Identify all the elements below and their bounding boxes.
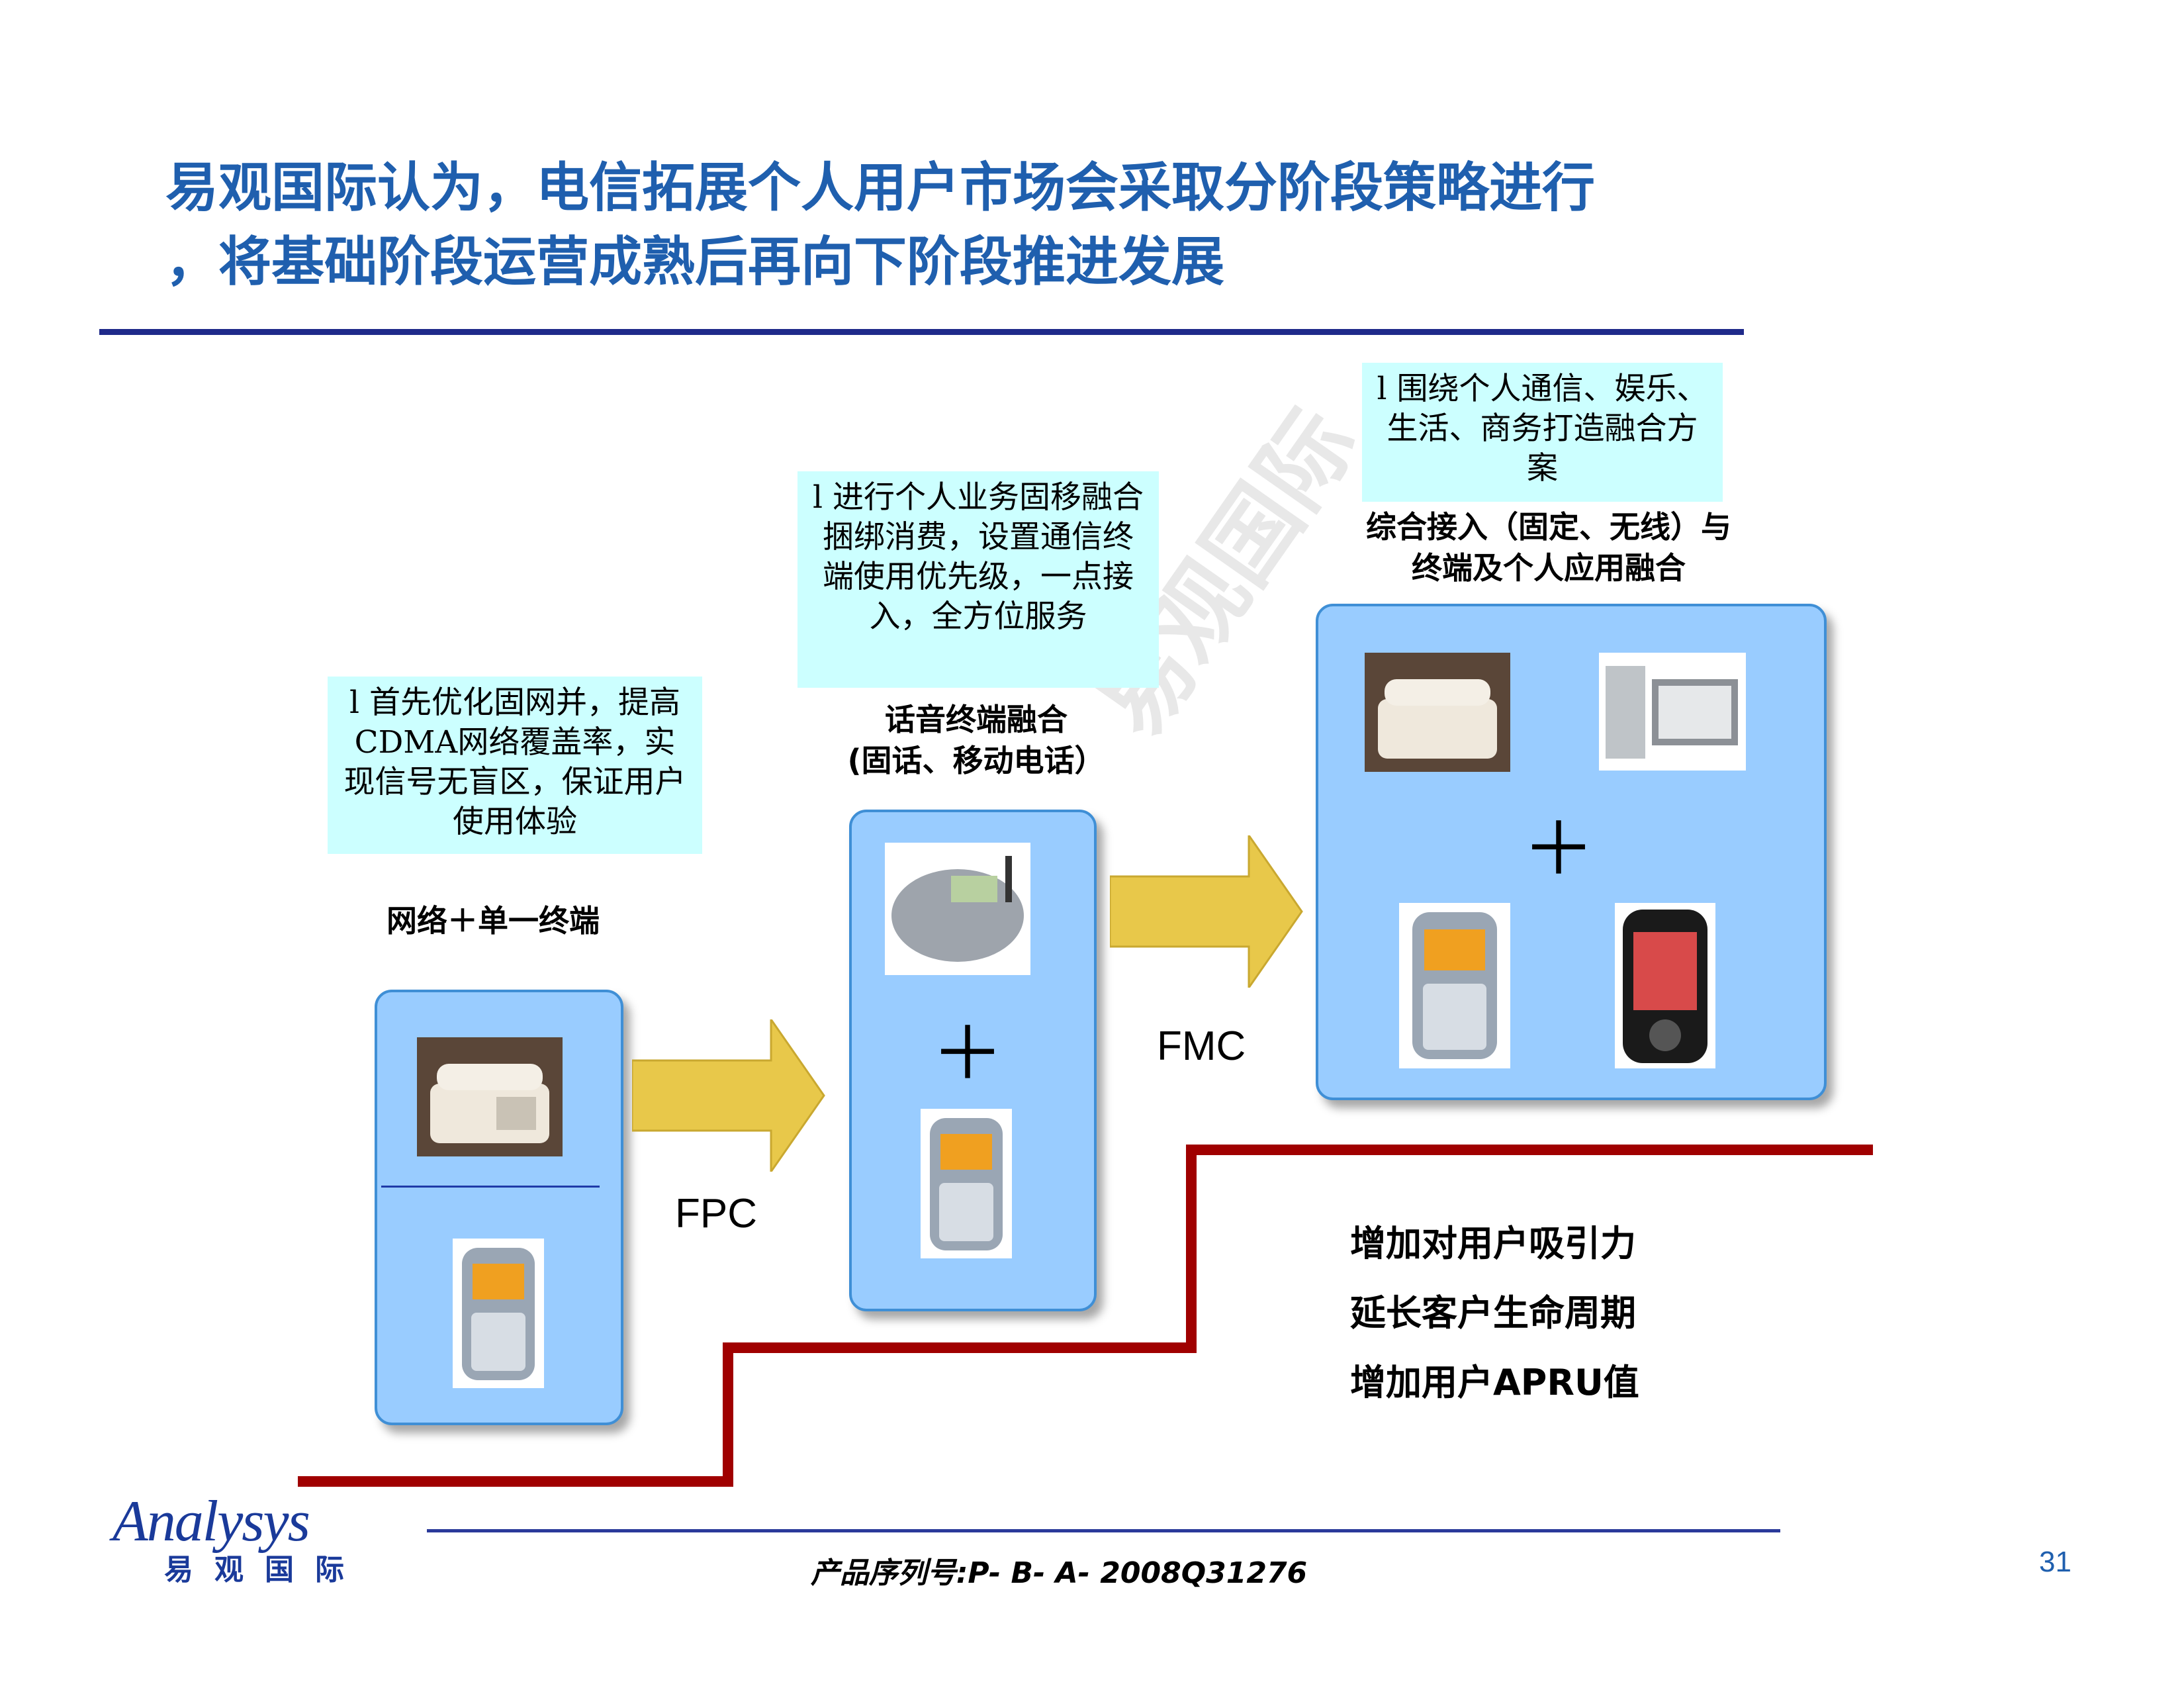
stage2-label: 话音终端融合 (固话、移动电话） bbox=[847, 702, 1105, 778]
stage1-note: l 首先优化固网并，提高CDMA网络覆盖率，实现信号无盲区，保证用户使用体验 bbox=[328, 677, 702, 854]
stage2-note: l 进行个人业务固移融合捆绑消费，设置通信终端使用优先级，一点接入，全方位服务 bbox=[797, 471, 1159, 688]
fmc-label: FMC bbox=[1157, 1023, 1246, 1069]
stage3-panel: ＋ bbox=[1316, 604, 1827, 1100]
desk-phone-icon bbox=[885, 843, 1030, 975]
mobile-phone-icon bbox=[453, 1239, 544, 1388]
product-serial: 产品序列号:P- B- A- 2008Q31276 bbox=[810, 1556, 1308, 1590]
plus-sign: ＋ bbox=[931, 1011, 1004, 1096]
plus-sign: ＋ bbox=[1522, 807, 1595, 892]
fpc-label: FPC bbox=[675, 1191, 757, 1237]
company-logo: Analysys bbox=[113, 1489, 310, 1554]
stage1-panel bbox=[375, 990, 623, 1425]
desk-phone-icon bbox=[1365, 653, 1510, 772]
mobile-phone-icon bbox=[1399, 903, 1510, 1068]
arrow-fmc bbox=[1110, 835, 1303, 988]
benefit-item: 延长客户生命周期 bbox=[1350, 1292, 1636, 1334]
title-divider bbox=[99, 329, 1744, 335]
benefit-item: 增加用户APRU值 bbox=[1350, 1362, 1639, 1403]
benefit-item: 增加对用户吸引力 bbox=[1350, 1223, 1636, 1264]
smartphone-icon bbox=[1615, 903, 1715, 1068]
stage1-label: 网络＋单一终端 bbox=[387, 903, 600, 939]
stage3-note: l 围绕个人通信、娱乐、生活、商务打造融合方案 bbox=[1362, 363, 1723, 502]
arrow-fpc bbox=[632, 1019, 825, 1172]
company-logo-cn: 易观国际 bbox=[164, 1553, 365, 1587]
slide-title: 易观国际认为，电信拓展个人用户市场会采取分阶段策略进行 ，将基础阶段运营成熟后再… bbox=[165, 157, 1595, 293]
desktop-computer-icon bbox=[1599, 653, 1746, 771]
stage3-label: 综合接入（固定、无线）与 终端及个人应用融合 bbox=[1366, 509, 1731, 586]
desk-phone-icon bbox=[417, 1037, 563, 1156]
stage2-panel: ＋ bbox=[849, 810, 1097, 1311]
page-number: 31 bbox=[2039, 1546, 2071, 1578]
panel-divider bbox=[381, 1186, 600, 1188]
footer-divider bbox=[427, 1529, 1780, 1532]
mobile-phone-icon bbox=[921, 1109, 1012, 1258]
